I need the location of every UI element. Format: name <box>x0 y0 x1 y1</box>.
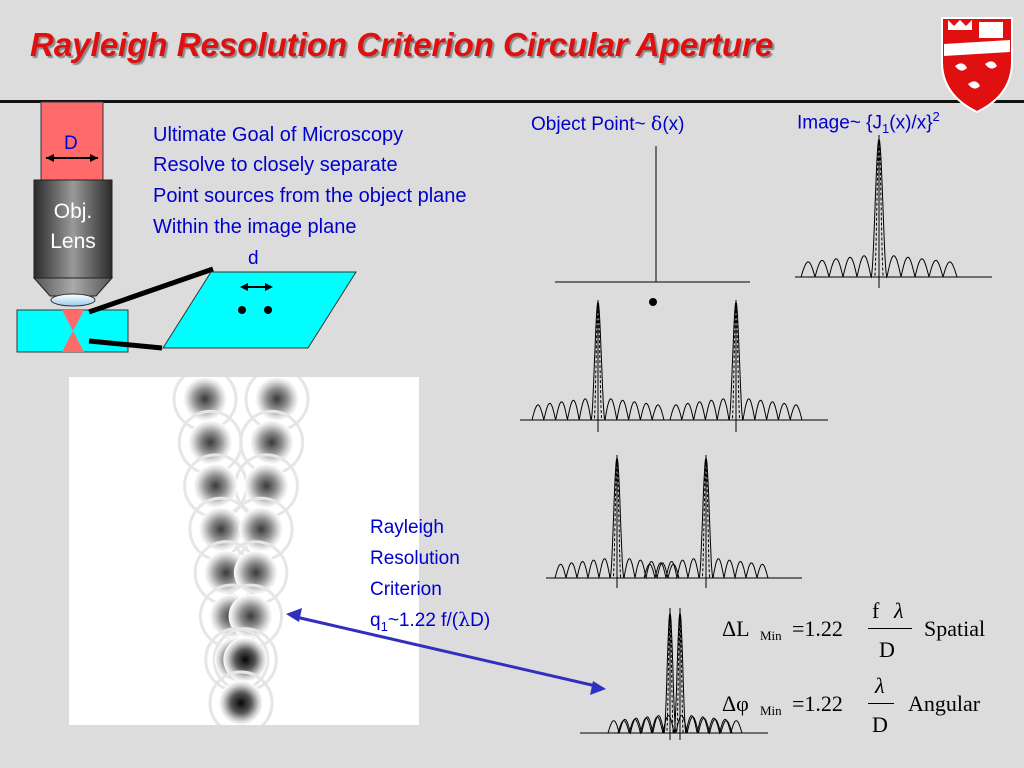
image-formula-label: Image~ {J1(x)/x}2 <box>797 109 940 137</box>
airy-disk <box>188 420 233 465</box>
airy-disk <box>193 463 238 508</box>
goal-line-2: Resolve to closely separate <box>153 154 398 176</box>
closer-profile-right-inner <box>699 459 713 579</box>
airy-disk <box>183 377 227 421</box>
airy-ring <box>208 670 274 725</box>
separated-profile-left <box>531 300 665 422</box>
rayleigh-profile-left <box>607 611 733 735</box>
aperture-tube <box>40 101 104 181</box>
angular-equation: Δφ Min =1.22 λ D Angular <box>722 673 981 737</box>
criterion-text: Rayleigh Resolution Criterion q1~1.22 f/… <box>370 512 490 642</box>
aperture-label: D <box>64 133 78 154</box>
airy-disk <box>228 594 273 639</box>
front-lens <box>50 293 96 307</box>
image-plane <box>162 271 357 349</box>
airy-disk-image <box>69 377 419 725</box>
goal-line-3: Point sources from the object plane <box>153 185 467 207</box>
airy-disk <box>198 507 243 552</box>
rayleigh-profile-left-inner <box>664 615 676 734</box>
objective-lens-body <box>33 179 113 279</box>
airy-disk <box>255 377 299 421</box>
object-point-label: Object Point~ δ(x) <box>531 113 685 135</box>
objective-label: Obj. Lens <box>50 200 96 253</box>
criterion-formula: q1~1.22 f/(λD) <box>370 609 491 634</box>
goal-line-4: Within the image plane <box>153 216 357 238</box>
title-divider <box>0 100 1024 103</box>
airy-disk <box>249 420 294 465</box>
closer-profile-left-inner <box>610 459 624 579</box>
image-spacing-label: d <box>248 248 259 269</box>
rayleigh-profile-right <box>617 611 743 735</box>
object-point-dot <box>649 298 657 306</box>
spatial-equation: ΔL Min =1.22 f λ D Spatial <box>722 598 986 662</box>
rayleigh-profile-right-inner <box>674 615 686 734</box>
airy-disk <box>244 463 289 508</box>
airy-disk <box>239 507 284 552</box>
closer-profile-right <box>643 456 769 580</box>
closer-profile-left <box>554 456 680 580</box>
airy-disk <box>219 681 263 725</box>
separated-profile-right <box>669 300 803 422</box>
slide-title: Rayleigh Resolution Criterion Circular A… <box>30 26 774 63</box>
airy-disk <box>223 637 268 682</box>
image-profile <box>800 137 958 279</box>
airy-disk <box>233 550 278 595</box>
goal-line-1: Ultimate Goal of Microscopy <box>153 124 404 146</box>
